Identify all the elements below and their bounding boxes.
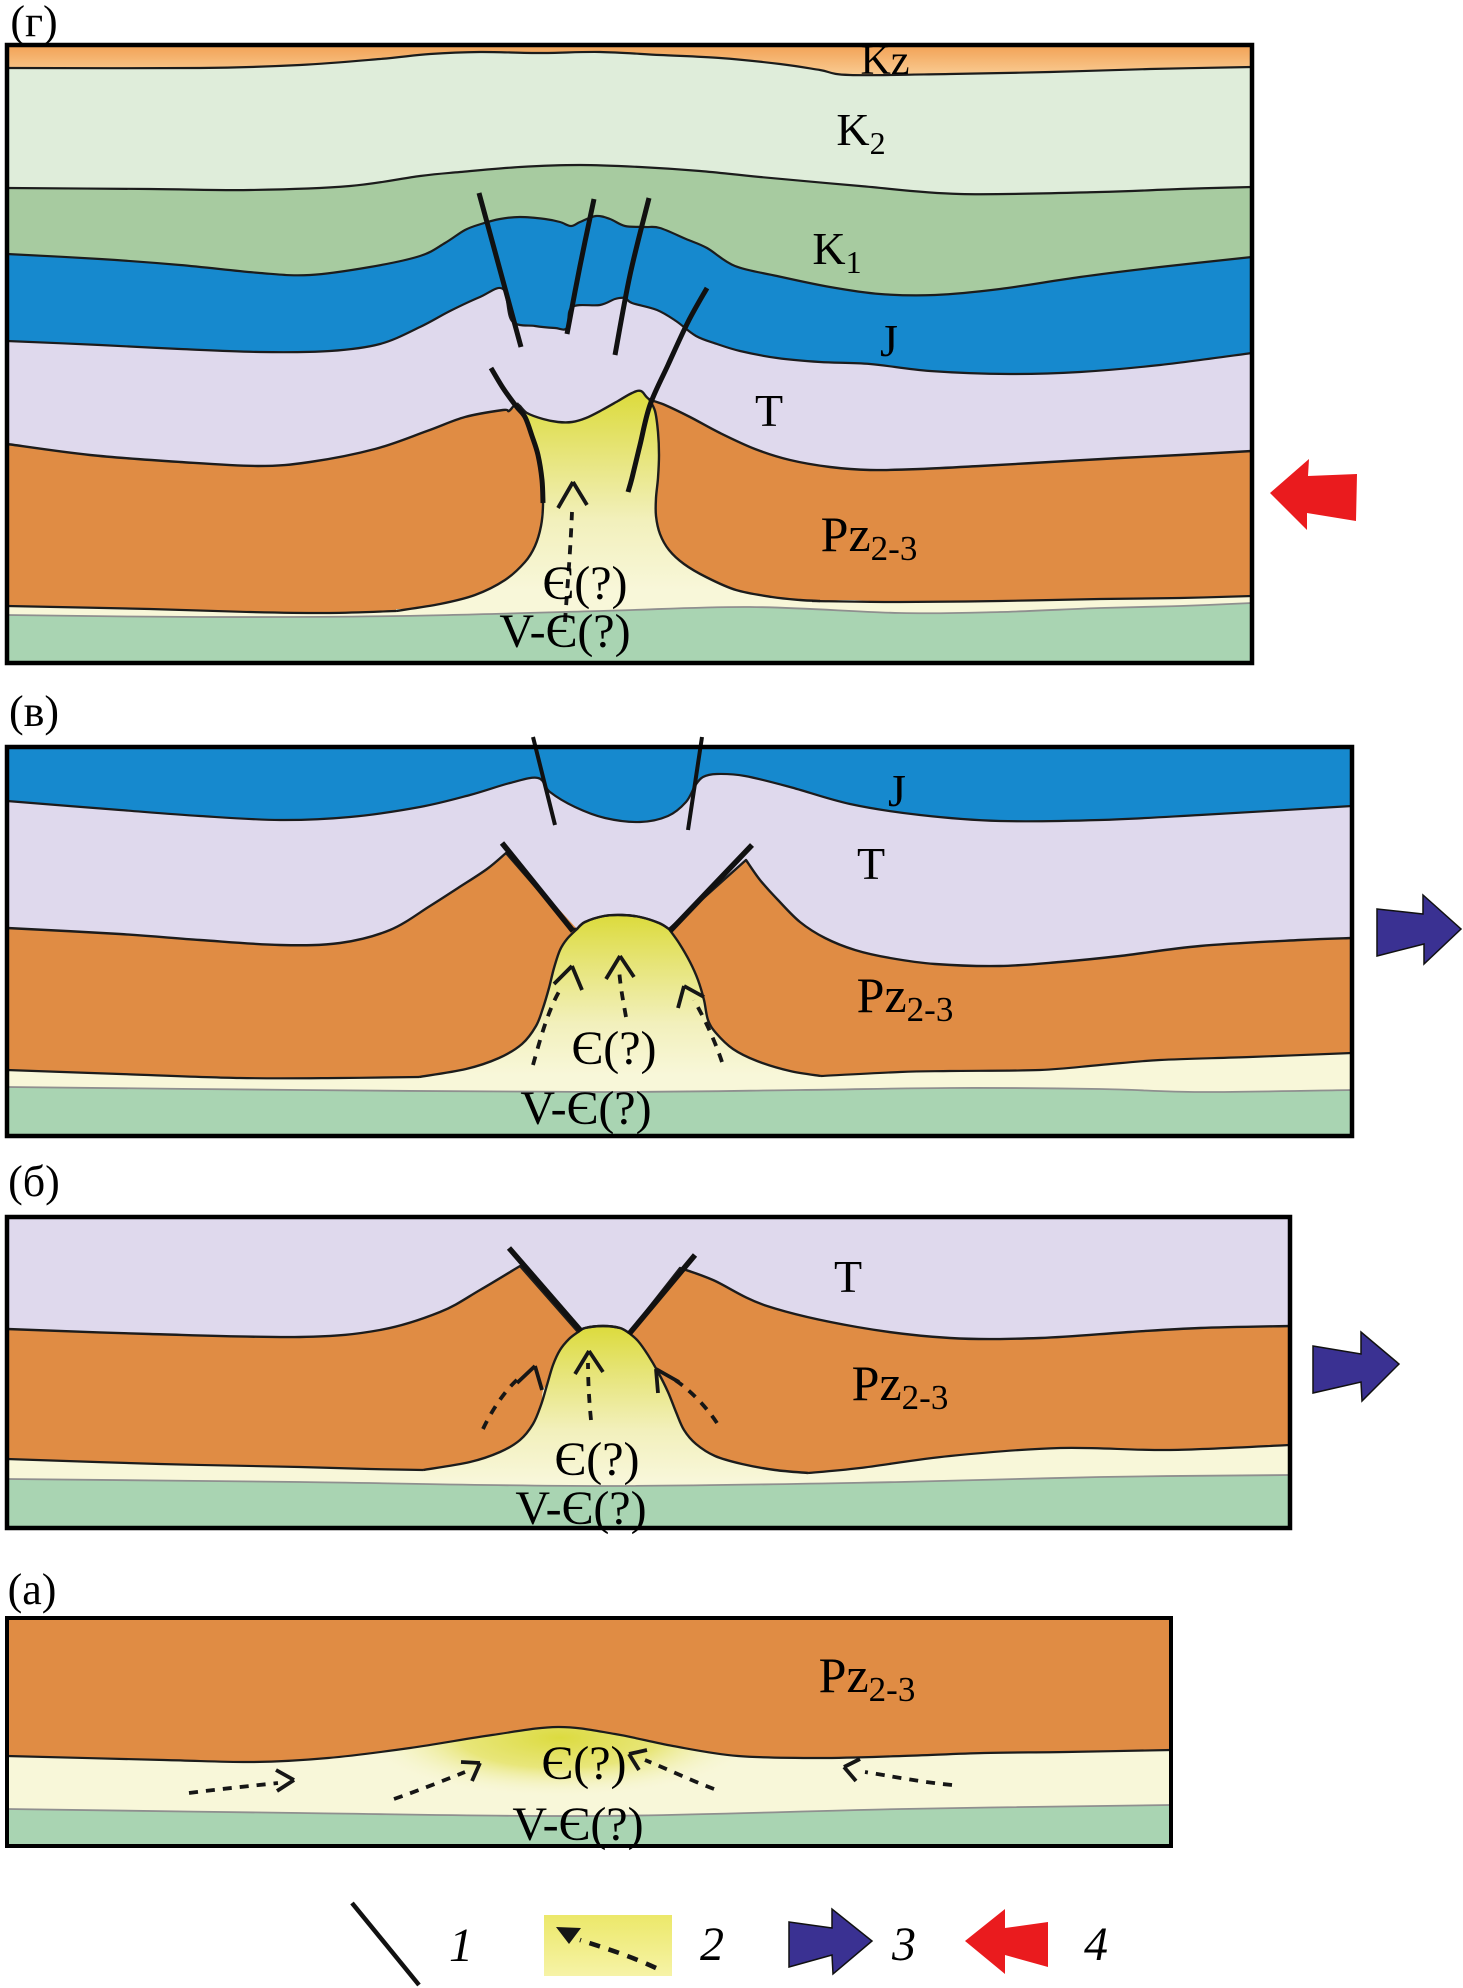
svg-text:Pz2-3: Pz2-3 — [852, 1355, 949, 1417]
svg-text:1: 1 — [449, 1919, 473, 1972]
svg-text:Є(?): Є(?) — [572, 1022, 657, 1075]
svg-text:(а): (а) — [8, 1565, 57, 1614]
svg-text:V-Є(?): V-Є(?) — [512, 1798, 643, 1851]
svg-text:J: J — [888, 765, 906, 816]
svg-text:Є(?): Є(?) — [543, 557, 628, 610]
svg-text:T: T — [755, 385, 783, 436]
svg-text:V-Є(?): V-Є(?) — [520, 1082, 651, 1135]
svg-text:T: T — [834, 1251, 862, 1302]
svg-text:Є(?): Є(?) — [542, 1737, 627, 1790]
svg-text:T: T — [857, 838, 885, 889]
svg-text:J: J — [880, 315, 898, 366]
svg-text:2: 2 — [700, 1918, 724, 1971]
svg-text:(б): (б) — [8, 1157, 60, 1206]
svg-text:Pz2-3: Pz2-3 — [821, 506, 918, 568]
svg-text:(в): (в) — [9, 687, 59, 736]
svg-text:V-Є(?): V-Є(?) — [499, 605, 630, 658]
svg-text:Є(?): Є(?) — [555, 1433, 640, 1486]
svg-text:4: 4 — [1084, 1918, 1108, 1971]
svg-text:(г): (г) — [10, 0, 57, 46]
svg-text:3: 3 — [891, 1918, 916, 1971]
